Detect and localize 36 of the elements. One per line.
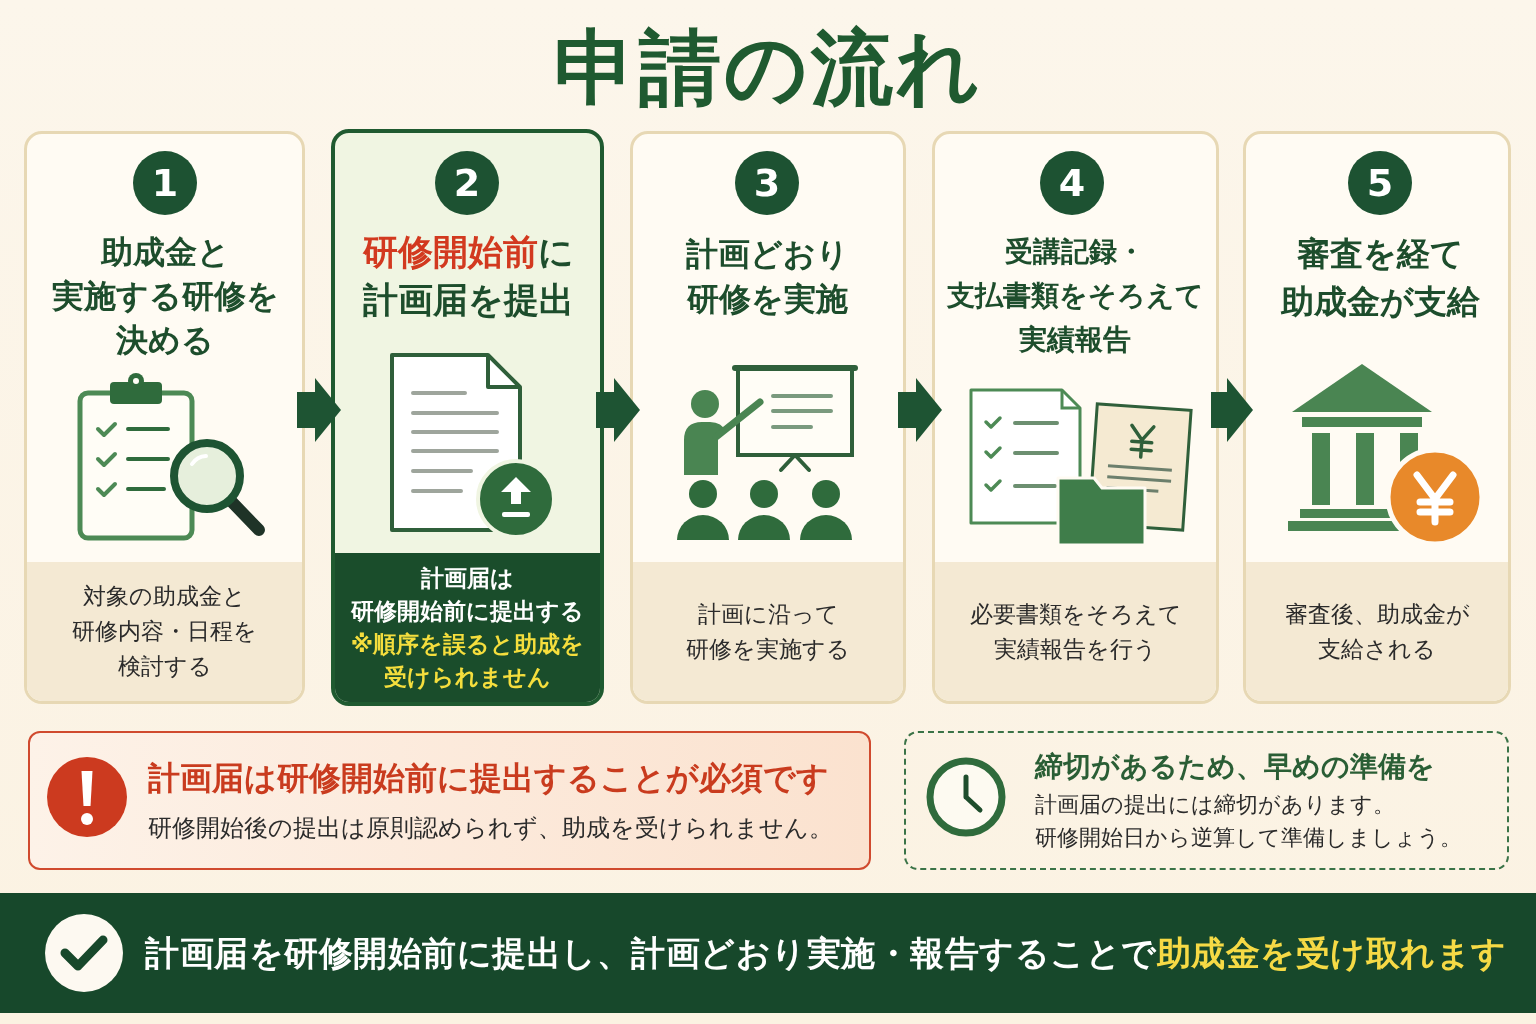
step-description: 必要書類をそろえて実績報告を行う [935, 562, 1216, 701]
notice-box [904, 731, 1509, 870]
step-title: 研修開始前に計画届を提出 [362, 231, 574, 322]
notice-text: 計画届の提出には締切があります。 [1035, 791, 1395, 819]
step-number: 1 [133, 151, 197, 215]
step-description: 審査後、助成金が支給される [1246, 562, 1508, 701]
step-title: 計画どおり研修を実施 [685, 234, 849, 320]
warning-box [28, 731, 871, 870]
step-number: 4 [1040, 151, 1104, 215]
warning-note: ※順序を誤ると助成を受けられません [350, 629, 585, 692]
step-card [932, 131, 1219, 704]
warning-text: 研修開始後の提出は原則認められず、助成を受けられません。 [148, 813, 833, 843]
arrow [1211, 378, 1253, 442]
description-panel [335, 553, 600, 702]
step-card [331, 129, 604, 706]
step-title: 受講記録・支払書類をそろえて実績報告 [946, 234, 1204, 358]
step-card [24, 131, 305, 704]
step-number: 5 [1348, 151, 1412, 215]
title: 申請の流れ [553, 22, 983, 114]
notice-heading: 締切があるため、早めの準備を [1035, 749, 1435, 785]
step-card [1243, 131, 1511, 704]
arrow [596, 378, 640, 442]
arrow [898, 378, 942, 442]
summary-banner [0, 893, 1536, 1013]
step-title: 審査を経て助成金が支給 [1280, 233, 1480, 323]
notice-text: 研修開始日から逆算して準備しましょう。 [1035, 824, 1462, 852]
arrow [297, 378, 341, 442]
step-description: 対象の助成金と研修内容・日程を検討する [27, 562, 302, 701]
step-number: 3 [735, 151, 799, 215]
warning-heading: 計画届は研修開始前に提出することが必須です [148, 758, 829, 799]
step-number: 2 [435, 151, 499, 215]
step-description: 計画に沿って研修を実施する [633, 562, 903, 701]
step-description: 計画届は研修開始前に提出する [351, 563, 584, 626]
summary-text: 計画届を研修開始前に提出し、計画どおり実施・報告することで助成金を受け取れます [145, 932, 1507, 975]
step-title: 助成金と実施する研修を決める [51, 232, 279, 361]
step-card [630, 131, 906, 704]
